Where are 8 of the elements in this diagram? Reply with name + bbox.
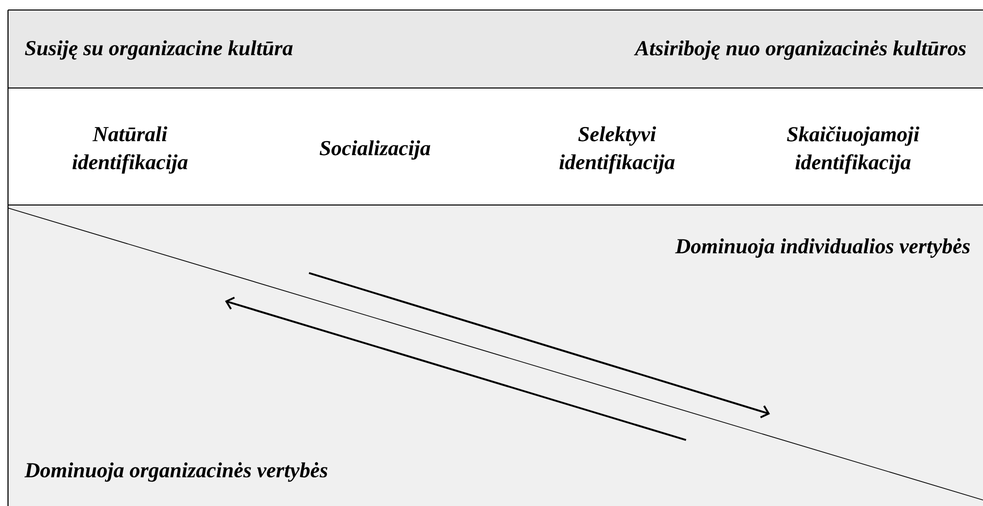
table-cell: Socializacija [320,140,430,160]
header-cell: Atsiriboję nuo organizacinės kultūros [634,40,966,60]
table-cell: Natūrali identifikacija [72,126,188,174]
table-cell: Selektyvi identifikacija [559,126,675,174]
region-label: Dominuoja organizacinės vertybės [24,462,328,482]
region-label: Dominuoja individualios vertybės [675,238,970,258]
table-cell: Skaičiuojamoji identifikacija [787,126,920,174]
header-cell: Susiję su organizacine kultūra [24,40,293,60]
